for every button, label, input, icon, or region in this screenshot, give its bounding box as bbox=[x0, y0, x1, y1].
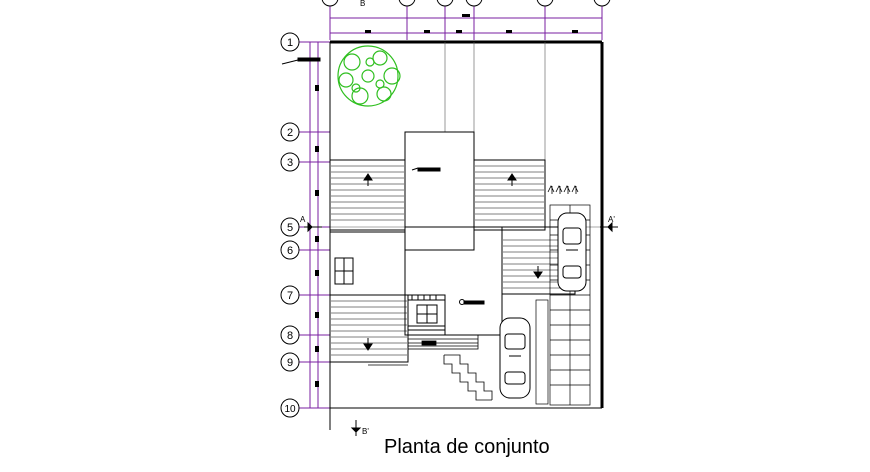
drawing-title: Planta de conjunto bbox=[384, 436, 550, 458]
row-label-8: 8 bbox=[287, 330, 293, 342]
top-column-bubbles bbox=[321, 0, 611, 7]
entrance-stairs bbox=[368, 334, 493, 401]
tree-symbol bbox=[337, 45, 401, 107]
roof-hatching-left bbox=[331, 165, 404, 221]
row-bubble-2: 2 bbox=[280, 122, 300, 142]
row-bubble-8: 8 bbox=[280, 325, 300, 345]
row-label-5: 5 bbox=[287, 222, 293, 234]
level-markers bbox=[411, 167, 485, 305]
row-label-6: 6 bbox=[287, 245, 293, 257]
section-label-a-left: A bbox=[300, 215, 306, 224]
internal-grid-lines bbox=[330, 42, 602, 228]
roof-hatching-bottom bbox=[331, 300, 407, 356]
left-dimension-ticks bbox=[315, 85, 319, 387]
section-mark-b-top: B bbox=[360, 0, 365, 8]
car-upper bbox=[557, 212, 587, 292]
slope-arrows bbox=[363, 173, 543, 351]
section-label-a-right: A' bbox=[608, 215, 615, 224]
top-dimension-lines bbox=[329, 4, 603, 40]
row-bubble-5: 5 bbox=[280, 217, 300, 237]
row-bubble-10: 10 bbox=[280, 398, 300, 418]
section-mark-a-right: A' bbox=[600, 215, 618, 233]
balcony-window bbox=[407, 294, 446, 336]
row-bubble-9: 9 bbox=[280, 352, 300, 372]
row-label-10: 10 bbox=[284, 404, 296, 415]
row-bubble-3: 3 bbox=[280, 152, 300, 172]
roof-hatching-right bbox=[475, 165, 544, 221]
row-label-3: 3 bbox=[287, 157, 293, 169]
row-label-2: 2 bbox=[287, 127, 293, 139]
row-bubble-6: 6 bbox=[280, 240, 300, 260]
section-mark-a-left: A bbox=[300, 215, 322, 233]
section-label-b-top: B bbox=[360, 0, 365, 8]
top-dimension-ticks bbox=[365, 14, 578, 33]
car-lower bbox=[499, 317, 531, 399]
section-mark-b-bottom: B' bbox=[350, 420, 369, 436]
section-label-b-bottom: B' bbox=[362, 427, 369, 436]
window-left bbox=[334, 257, 354, 285]
row-label-1: 1 bbox=[287, 37, 293, 49]
plant-group bbox=[547, 185, 579, 194]
row-label-9: 9 bbox=[287, 357, 293, 369]
row-bubble-1: 1 bbox=[280, 32, 300, 52]
building-outline bbox=[329, 131, 576, 363]
entrance-marker-left bbox=[281, 57, 321, 65]
left-dimension-lines bbox=[298, 41, 330, 409]
row-label-7: 7 bbox=[287, 290, 293, 302]
row-bubble-7: 7 bbox=[280, 285, 300, 305]
